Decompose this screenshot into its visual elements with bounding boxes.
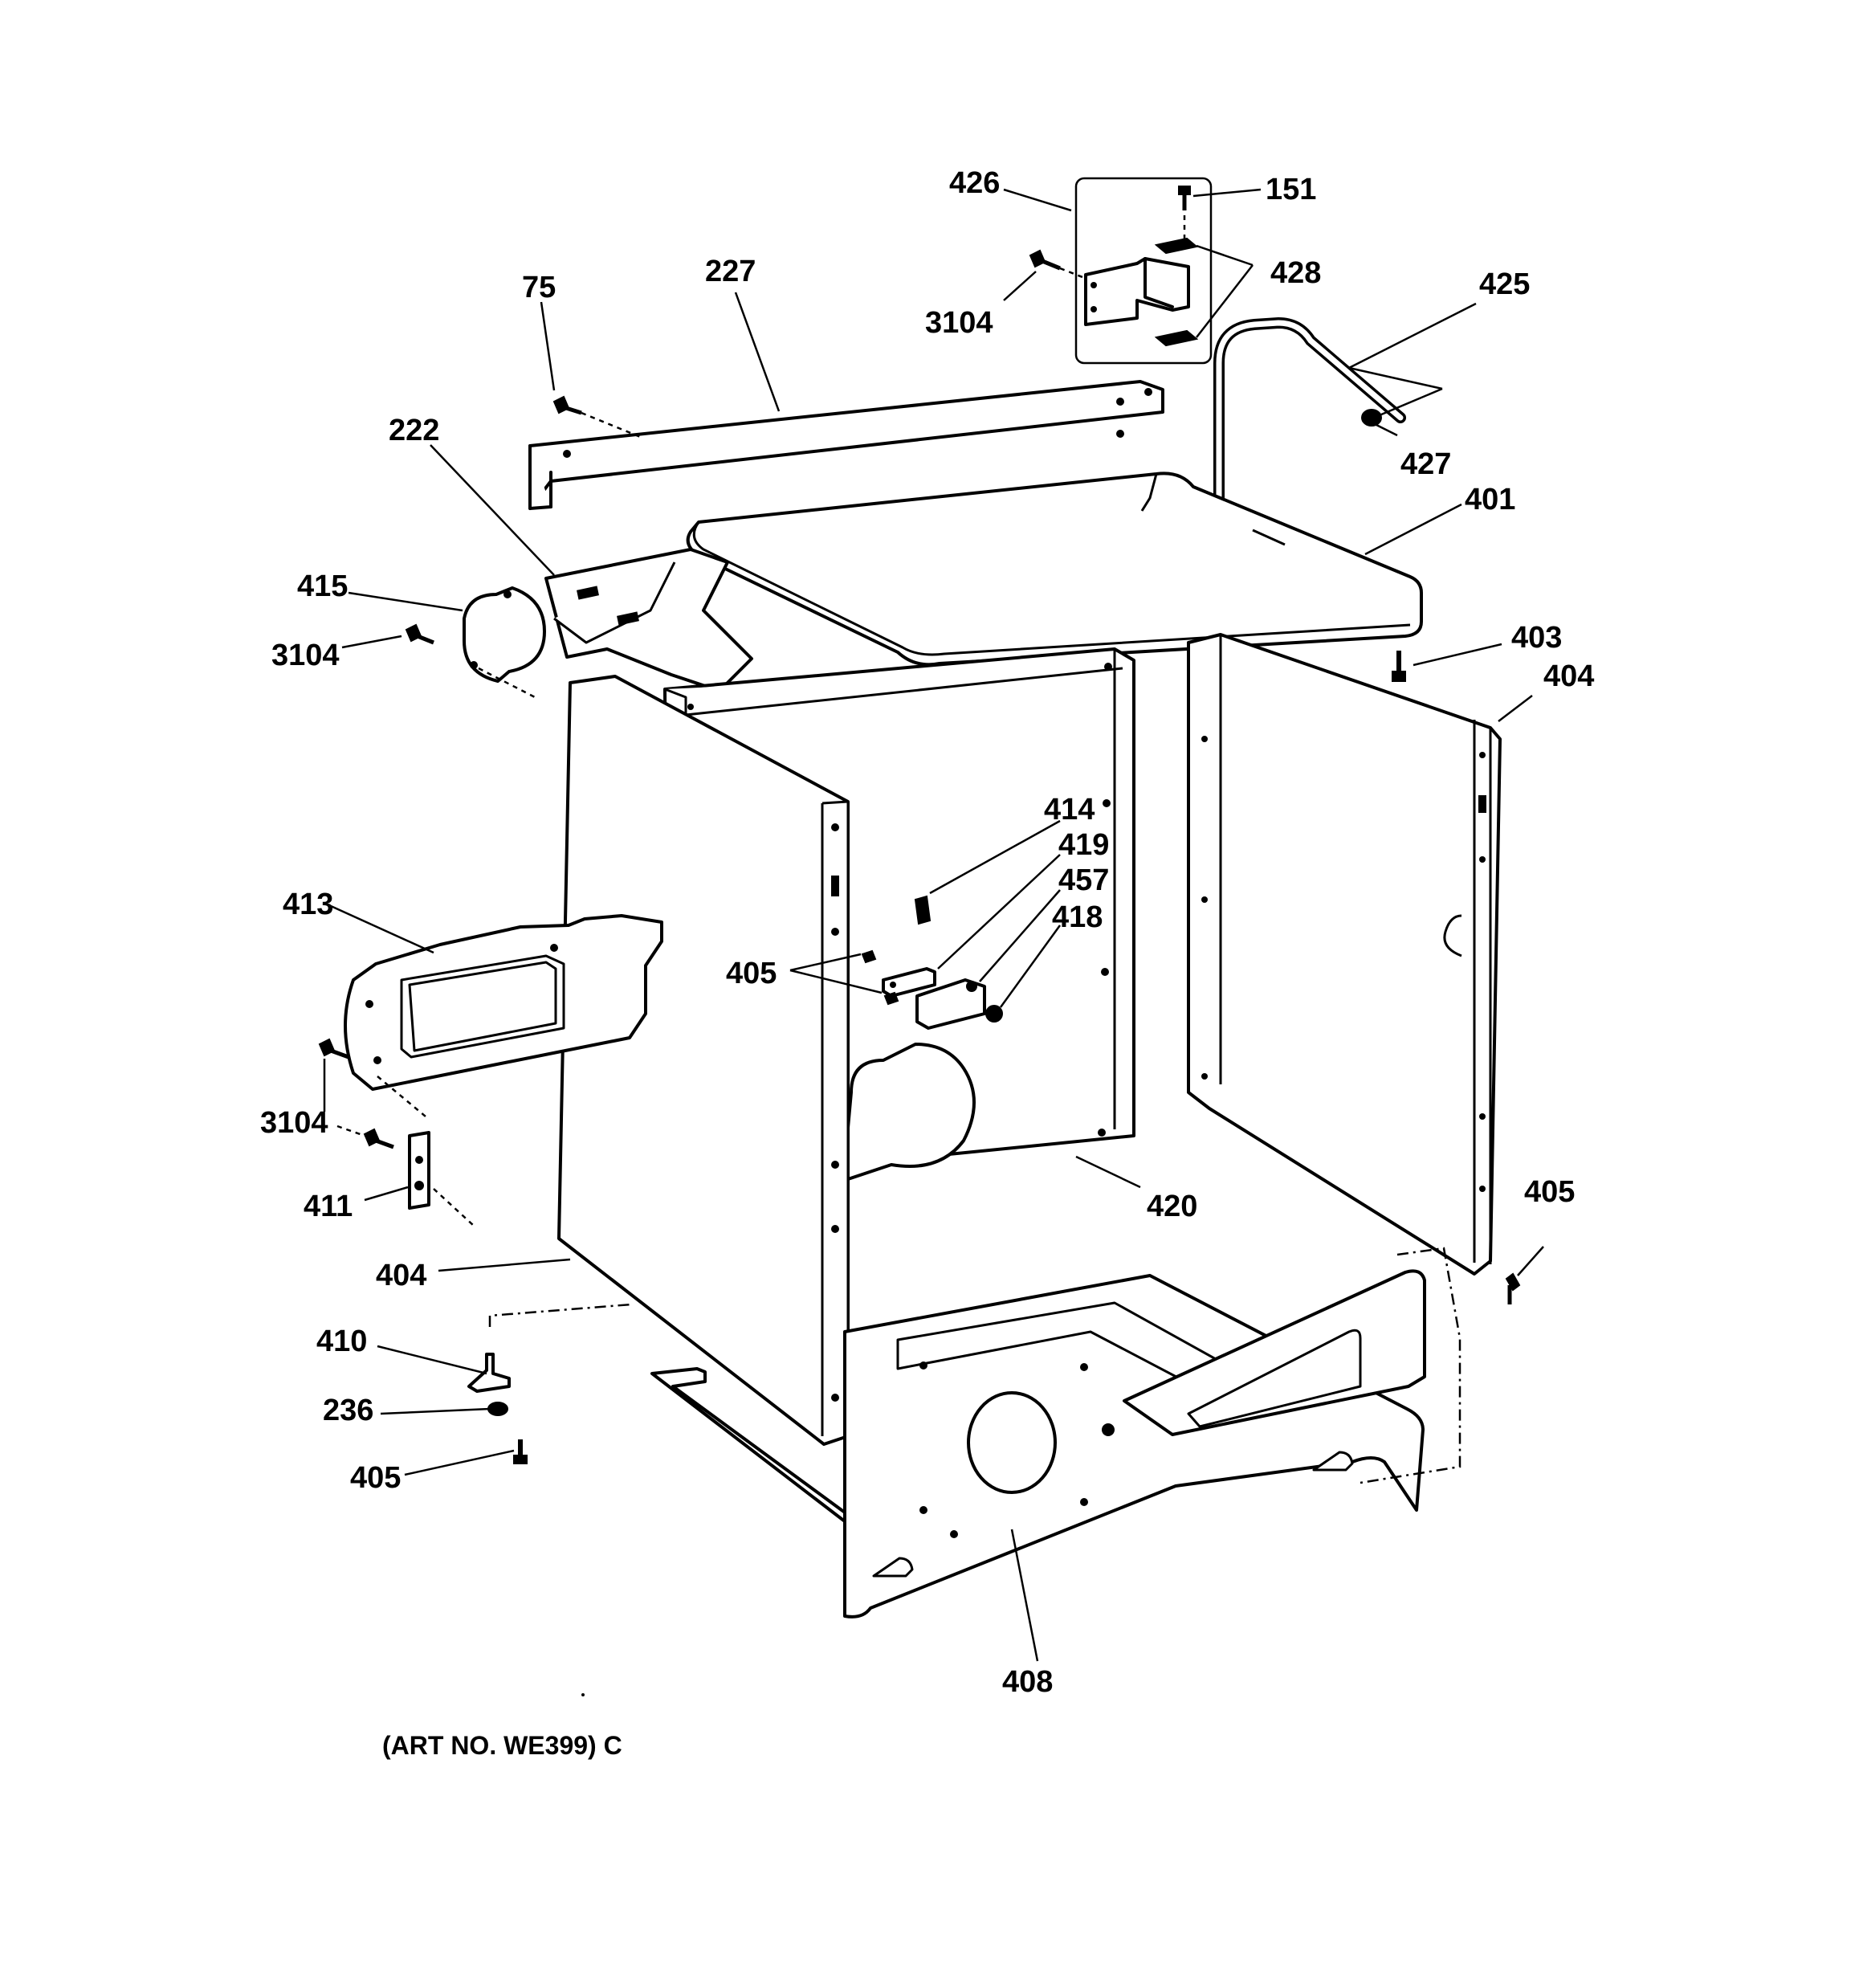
part-3104-screw-toe bbox=[318, 1038, 426, 1149]
callout-408: 408 bbox=[1002, 1665, 1053, 1699]
part-404-side-panel-right bbox=[1187, 633, 1502, 1276]
part-404-side-panel-left bbox=[557, 675, 850, 1446]
part-222-exhaust-duct bbox=[544, 548, 753, 692]
callout-410: 410 bbox=[316, 1325, 367, 1358]
part-410-leg bbox=[467, 1353, 511, 1393]
assembly-lines bbox=[488, 1247, 1461, 1484]
part-414-clip bbox=[914, 895, 932, 925]
callout-405-bracket: 405 bbox=[726, 957, 777, 990]
leader-lines bbox=[323, 188, 1544, 1662]
part-413-panel bbox=[344, 914, 663, 1091]
callout-3104-toe: 3104 bbox=[260, 1106, 328, 1140]
part-408-base bbox=[650, 1269, 1426, 1619]
callout-403: 403 bbox=[1511, 621, 1562, 655]
part-403-screw bbox=[1392, 651, 1406, 682]
part-401-top-panel bbox=[686, 471, 1423, 667]
callout-419: 419 bbox=[1058, 828, 1109, 862]
callout-3104-hinge: 3104 bbox=[925, 306, 993, 340]
part-3104-screw-support bbox=[405, 623, 539, 700]
stray-mark bbox=[581, 1693, 585, 1696]
part-405-screws-bracket bbox=[861, 949, 899, 1006]
part-418-nut bbox=[985, 1005, 1003, 1023]
part-hinge-bracket bbox=[1084, 257, 1190, 326]
part-405-screw-right bbox=[1505, 1272, 1521, 1304]
callout-227: 227 bbox=[705, 255, 756, 288]
callout-411: 411 bbox=[304, 1190, 353, 1223]
part-419-bracket bbox=[882, 967, 936, 998]
callout-75: 75 bbox=[522, 271, 556, 304]
callout-420: 420 bbox=[1147, 1190, 1197, 1223]
part-457-bracket bbox=[915, 978, 986, 1030]
callout-404-right: 404 bbox=[1543, 659, 1594, 693]
callout-404-left: 404 bbox=[376, 1259, 426, 1292]
part-411-plate bbox=[408, 1131, 475, 1227]
callout-457: 457 bbox=[1058, 863, 1109, 897]
callout-414: 414 bbox=[1044, 793, 1095, 827]
callout-401: 401 bbox=[1465, 483, 1515, 516]
callout-405-right: 405 bbox=[1524, 1175, 1575, 1209]
callout-405-leg: 405 bbox=[350, 1461, 401, 1495]
part-227-top-rail bbox=[528, 380, 1164, 510]
callout-labels: 426 151 3104 428 425 75 227 427 222 401 … bbox=[260, 166, 1594, 1699]
part-75-screw bbox=[552, 395, 643, 439]
callout-426: 426 bbox=[949, 166, 1000, 200]
callout-222: 222 bbox=[389, 414, 439, 447]
rear-panel-duct-opening bbox=[842, 1043, 976, 1182]
part-428-hinge-pad-bottom bbox=[1154, 329, 1199, 347]
part-405-screw-leg bbox=[513, 1439, 528, 1464]
part-415-support bbox=[463, 586, 546, 683]
part-428-hinge-pad-top bbox=[1154, 237, 1199, 255]
callout-236: 236 bbox=[323, 1394, 373, 1427]
part-151-screw bbox=[1178, 186, 1191, 241]
part-236-foot bbox=[487, 1402, 508, 1416]
art-number-caption: (ART NO. WE399) C bbox=[382, 1731, 622, 1760]
callout-418: 418 bbox=[1052, 900, 1103, 934]
part-3104-screw-hinge bbox=[1029, 249, 1083, 279]
callout-413: 413 bbox=[283, 888, 333, 921]
callout-425: 425 bbox=[1479, 267, 1530, 301]
part-425-rod bbox=[1213, 316, 1406, 504]
callout-427: 427 bbox=[1400, 447, 1451, 481]
hinge-kit-box bbox=[1074, 177, 1213, 365]
callout-151: 151 bbox=[1266, 173, 1316, 206]
callout-415: 415 bbox=[297, 569, 348, 603]
callout-428: 428 bbox=[1270, 256, 1321, 290]
callout-3104-support: 3104 bbox=[271, 639, 340, 672]
